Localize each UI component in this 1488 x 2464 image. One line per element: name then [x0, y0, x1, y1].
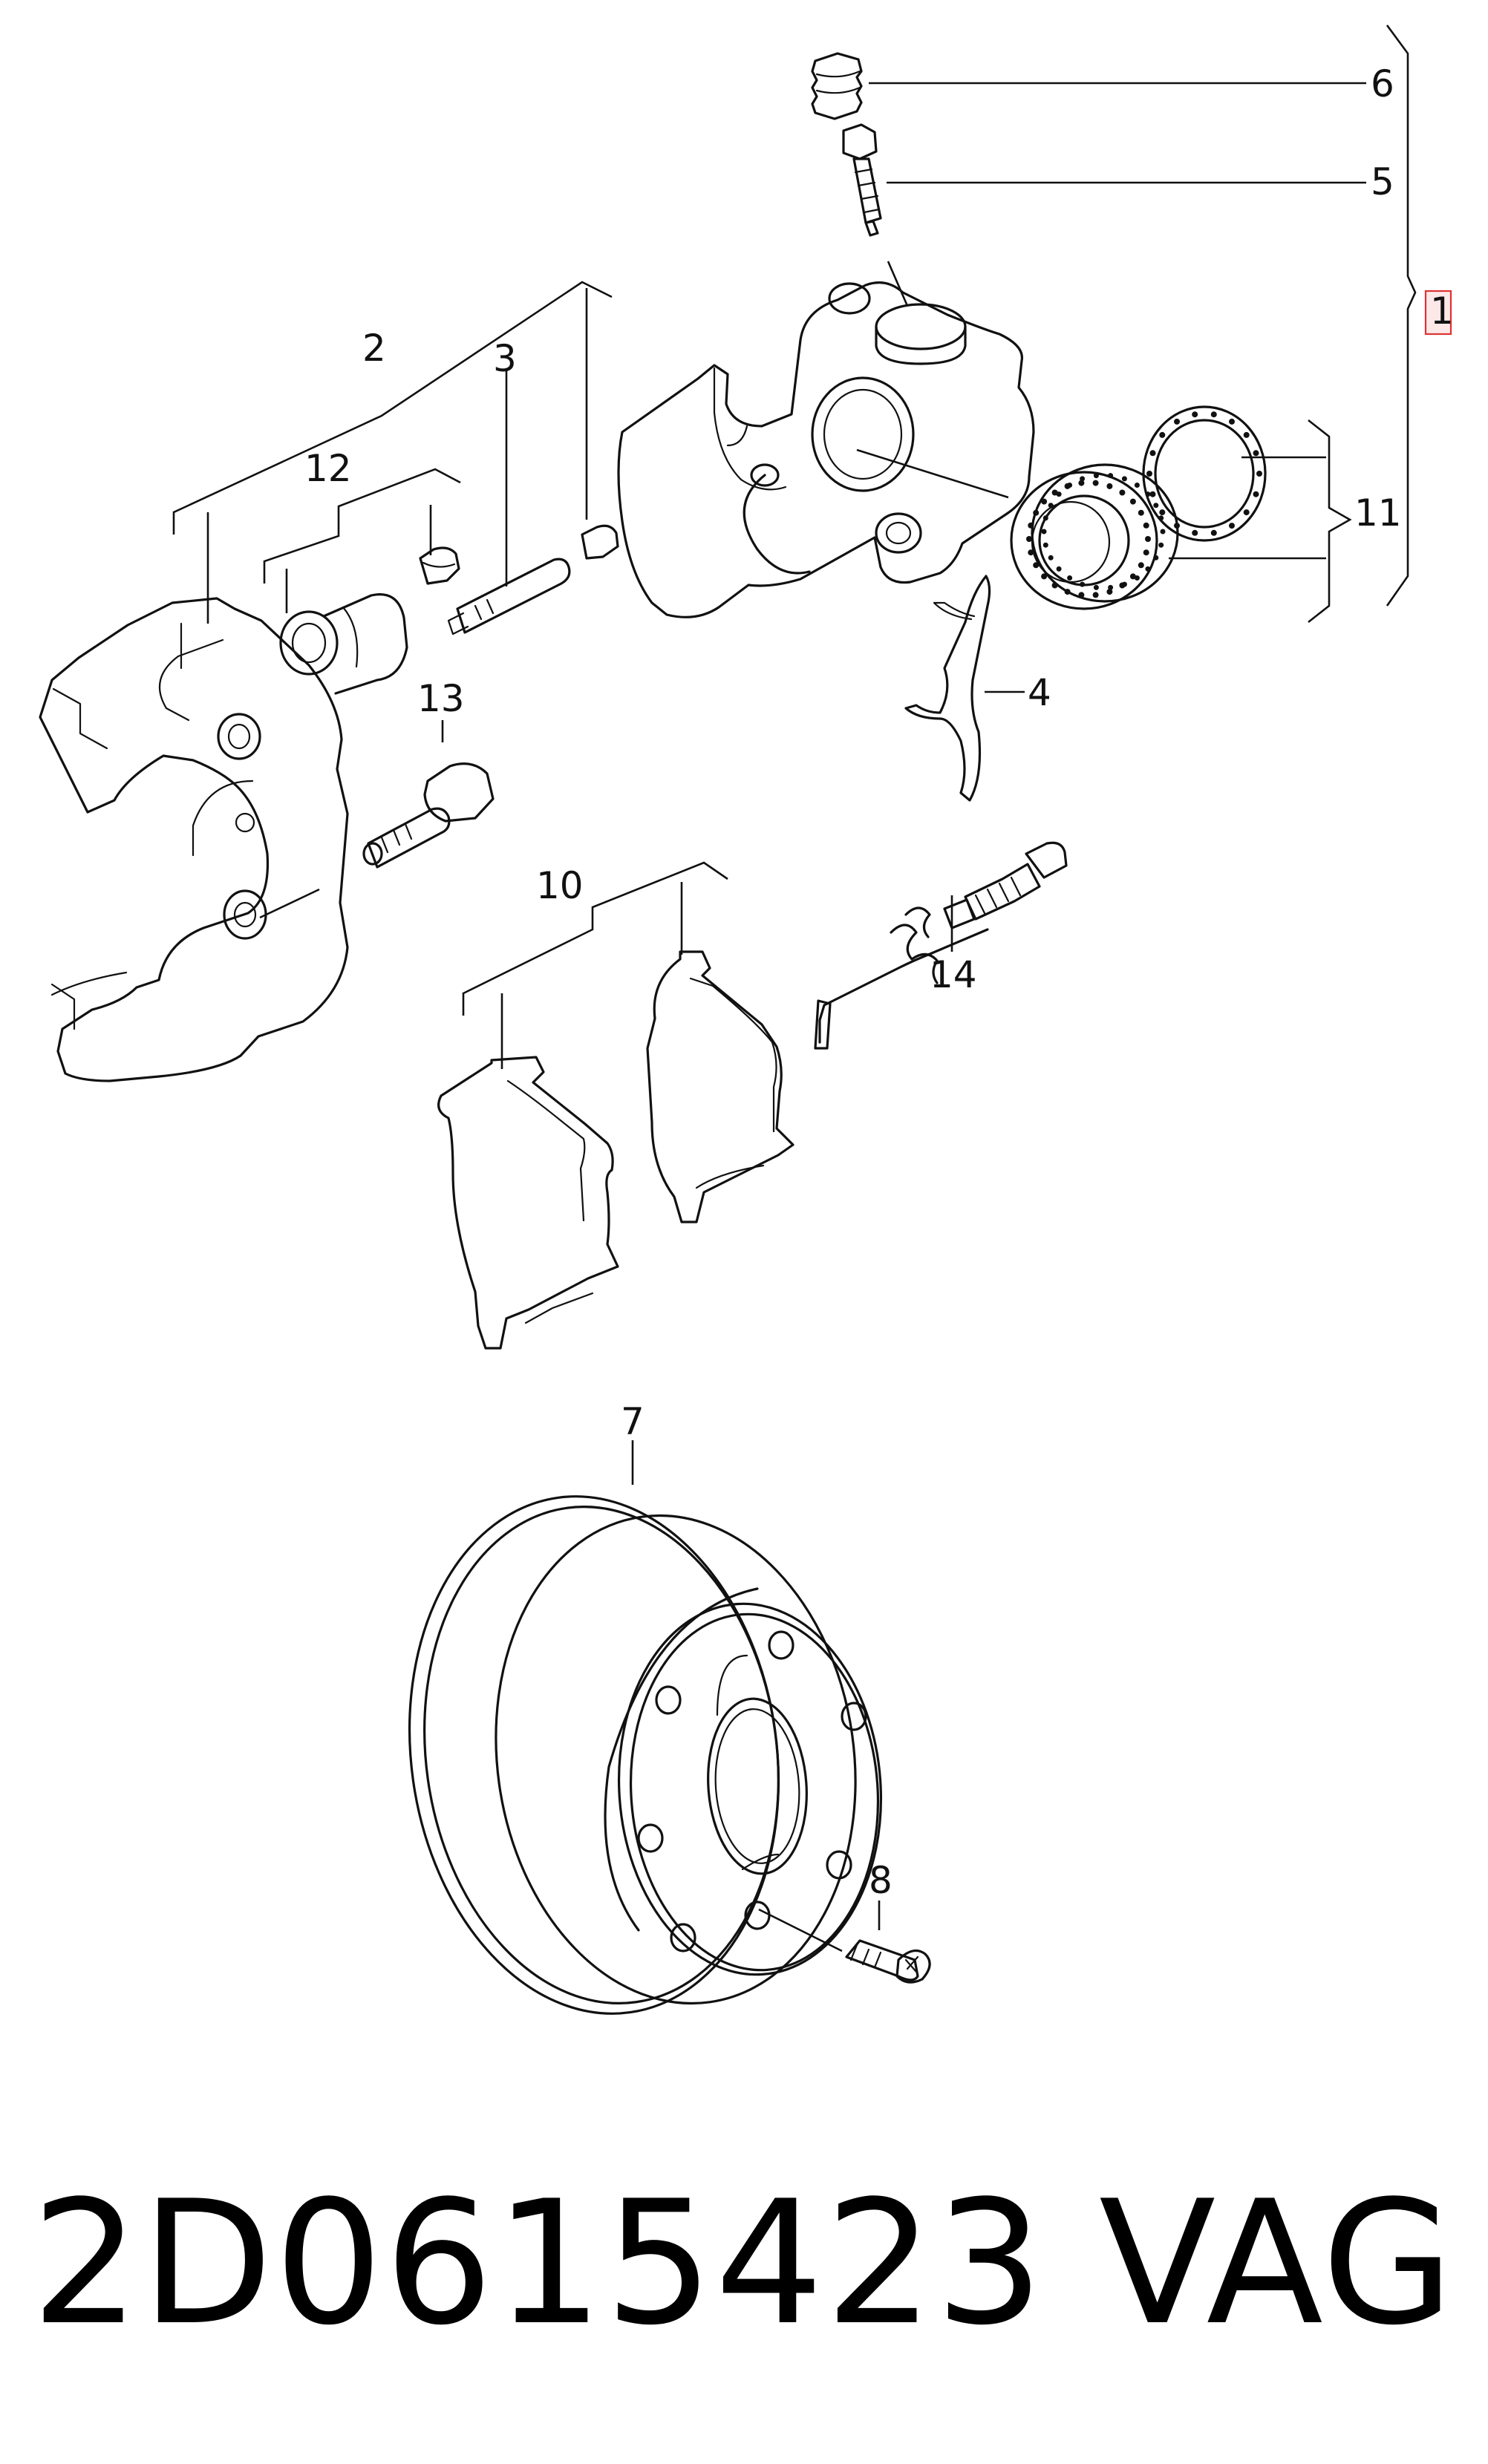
perforation-dot — [1145, 566, 1151, 572]
callout-8: 8 — [869, 1859, 893, 1902]
part-4-spring-clip — [904, 575, 991, 802]
perforation-dot — [1026, 536, 1032, 542]
perforation-dot — [1033, 509, 1040, 516]
perforation-dot — [1106, 483, 1113, 489]
perforation-dot — [1192, 411, 1198, 418]
perforation-dot — [1143, 522, 1149, 529]
perforation-dot — [1153, 555, 1159, 561]
perforation-dot — [1256, 471, 1262, 477]
part-6-bleeder-cap — [811, 52, 863, 120]
perforation-dot — [1229, 418, 1235, 425]
perforation-dot — [1153, 503, 1159, 509]
perforation-dot — [1048, 555, 1054, 561]
part-number: 2D0615423 — [31, 2165, 1045, 2363]
perforation-dot — [1028, 549, 1034, 556]
perforation-dot — [1041, 529, 1047, 535]
perforation-dot — [1078, 480, 1085, 486]
part-2-caliper-carrier — [39, 597, 349, 1082]
callout-3: 3 — [493, 337, 517, 380]
perforation-dot — [1051, 582, 1058, 589]
perforation-dot — [1138, 509, 1144, 516]
perforation-dot — [1174, 418, 1180, 425]
perforation-dot — [1149, 450, 1156, 457]
part-11-seal-kit — [1010, 405, 1267, 610]
perforation-dot — [1192, 529, 1198, 536]
perforation-dot — [1121, 476, 1127, 482]
part-13-carrier-bolt — [362, 762, 495, 869]
callout-6: 6 — [1371, 62, 1394, 105]
perforation-dot — [1067, 483, 1073, 488]
perforation-dot — [1121, 581, 1127, 587]
callout-13: 13 — [417, 677, 465, 720]
perforation-dot — [1028, 522, 1034, 529]
perforation-dot — [1229, 523, 1235, 529]
perforation-dot — [1129, 498, 1136, 505]
perforation-dot — [1243, 509, 1250, 516]
perforation-dot — [1067, 575, 1073, 581]
perforation-dot — [1143, 549, 1149, 556]
perforation-dot — [1145, 536, 1151, 542]
perforation-dot — [1080, 476, 1086, 482]
perforation-dot — [1159, 431, 1166, 438]
callout-7: 7 — [621, 1400, 645, 1443]
perforation-dot — [1174, 523, 1180, 529]
part-8-disc-screw — [845, 1939, 931, 1984]
perforation-dot — [1149, 491, 1156, 497]
perforation-dot — [1092, 480, 1099, 486]
perforation-dot — [1093, 473, 1099, 479]
perforation-dot — [1033, 562, 1040, 569]
perforation-dot — [1253, 491, 1259, 497]
callout-11: 11 — [1354, 491, 1402, 535]
perforation-dot — [1064, 589, 1071, 595]
callout-14: 14 — [930, 953, 977, 996]
perforation-dot — [1042, 515, 1048, 521]
perforation-dot — [1138, 562, 1144, 569]
perforation-dot — [1093, 584, 1099, 590]
callout-2: 2 — [362, 327, 386, 370]
part-12-guide-bush — [279, 546, 460, 695]
perforation-dot — [1092, 592, 1099, 598]
brand-name: VAG — [1099, 2165, 1456, 2363]
perforation-dot — [1134, 483, 1140, 488]
callout-12: 12 — [304, 447, 352, 490]
callout-labels: 1 6 5 11 4 14 2 3 12 13 10 7 8 — [304, 62, 1454, 1902]
part-1-brake-caliper — [617, 281, 1035, 618]
callout-4: 4 — [1028, 671, 1051, 714]
callout-1-highlight — [1424, 290, 1452, 336]
perforation-dot — [1159, 509, 1166, 516]
perforation-dot — [1146, 471, 1152, 477]
perforation-dot — [1056, 566, 1062, 572]
perforation-dot — [1129, 573, 1136, 580]
part-14-wear-sensor — [814, 841, 1068, 1050]
perforation-dot — [1108, 584, 1114, 590]
perforation-dot — [1041, 498, 1048, 505]
footer: 2D0615423 VAG — [0, 2153, 1488, 2376]
perforation-dot — [1056, 491, 1062, 497]
perforation-dot — [1160, 529, 1166, 535]
callout-5: 5 — [1371, 160, 1394, 203]
perforation-dot — [1048, 503, 1054, 509]
perforation-dot — [1158, 542, 1164, 548]
part-10-brake-pads — [437, 950, 794, 1350]
part-5-bleeder-screw — [842, 123, 882, 237]
perforation-dot — [1080, 581, 1086, 587]
perforation-dot — [1243, 431, 1250, 438]
perforation-dot — [1078, 592, 1085, 598]
callout-10: 10 — [536, 864, 584, 907]
part-3-guide-pin — [447, 524, 619, 635]
part-7-brake-disc — [408, 1495, 883, 2015]
perforation-dot — [1051, 489, 1058, 496]
perforation-dot — [1042, 542, 1048, 548]
perforation-dot — [1041, 573, 1048, 580]
perforation-dot — [1253, 450, 1259, 457]
perforation-dot — [1210, 529, 1217, 536]
perforation-dot — [1134, 575, 1140, 581]
callout-1: 1 — [1430, 290, 1454, 333]
perforation-dot — [1106, 589, 1113, 595]
perforation-dot — [1108, 473, 1114, 479]
perforation-dot — [1119, 489, 1126, 496]
perforation-dot — [1210, 411, 1217, 418]
leader-lines — [172, 24, 1417, 1952]
